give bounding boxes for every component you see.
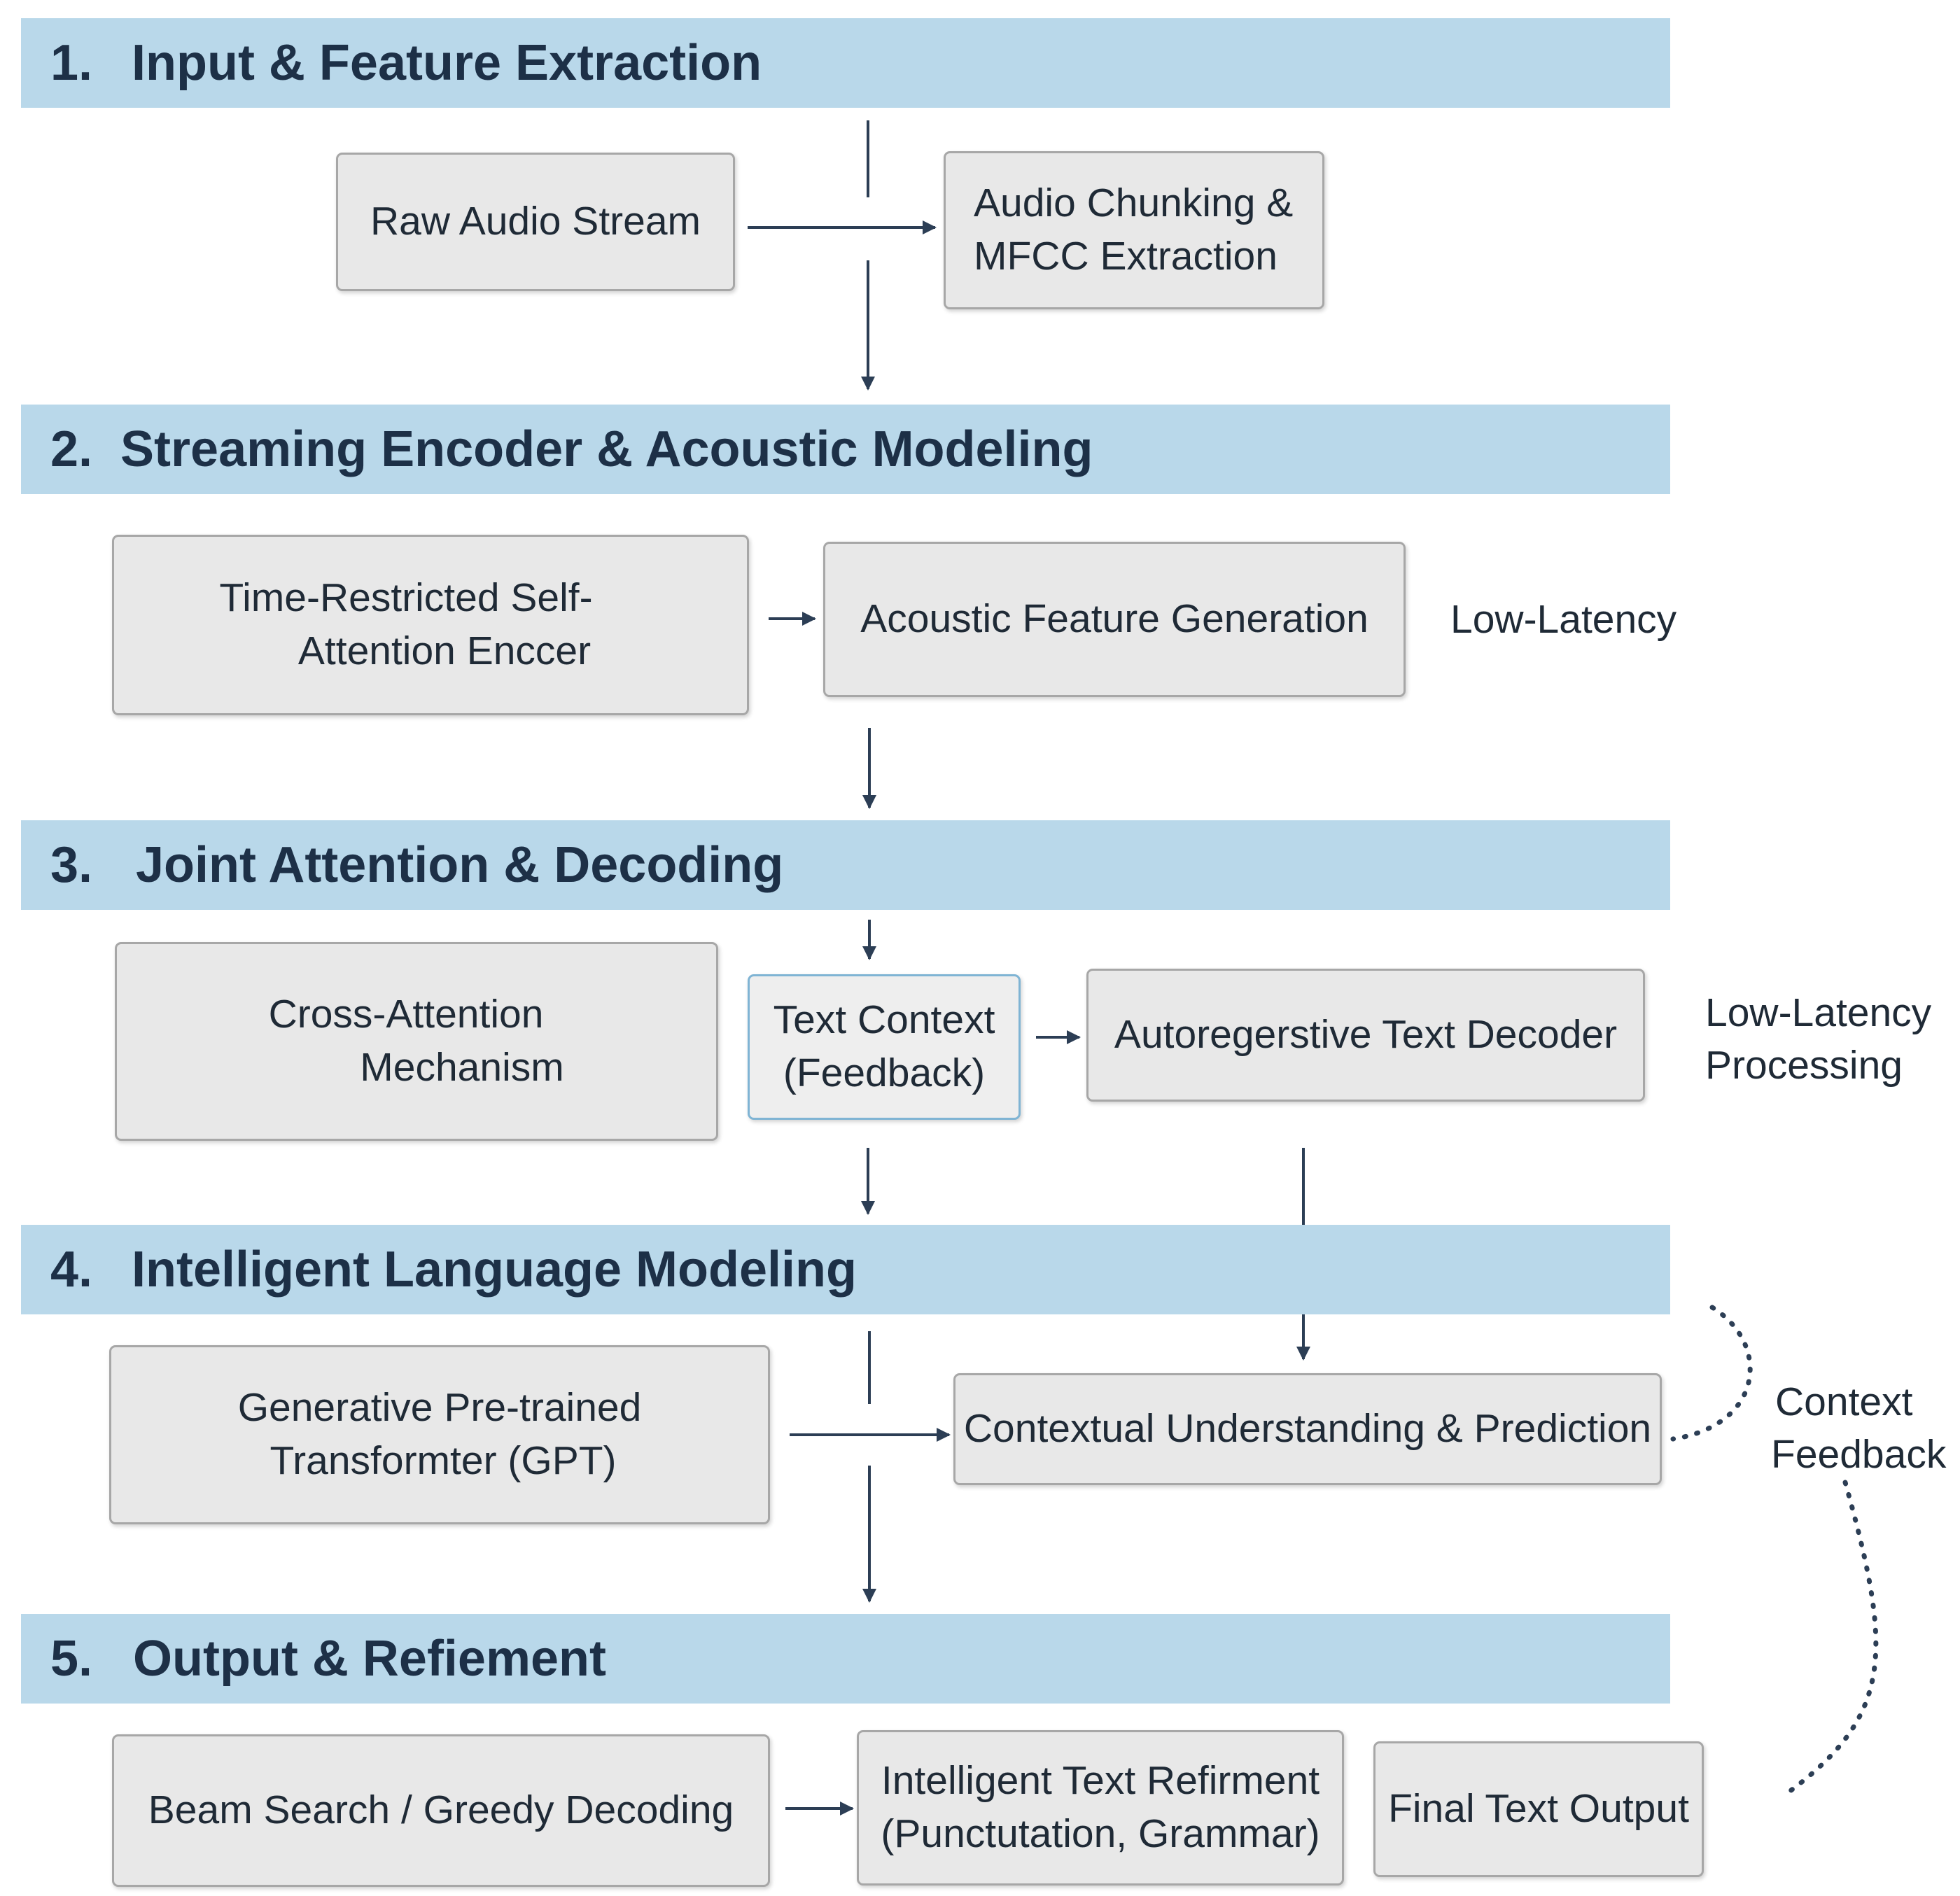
stage-4-number: 4. bbox=[50, 1242, 93, 1298]
stage-4-title: Intelligent Language Modeling bbox=[132, 1242, 857, 1298]
annotation-low-latency-processing-line-2: Processing bbox=[1705, 1043, 1903, 1088]
stage-4-header: 4. Intelligent Language Modeling bbox=[21, 1225, 1670, 1314]
node-text-context-line-1: Text Context bbox=[773, 997, 995, 1043]
stage-1-title: Input & Feature Extraction bbox=[132, 35, 762, 91]
node-text-context-feedback: Text Context (Feedback) bbox=[748, 974, 1021, 1120]
stage-5-title: Output & Refiement bbox=[133, 1631, 606, 1687]
stage-3-title: Joint Attention & Decoding bbox=[136, 837, 784, 893]
node-final-text-output: Final Text Output bbox=[1373, 1741, 1704, 1877]
annotation-low-latency-processing-line-1: Low-Latency bbox=[1705, 990, 1932, 1035]
stage-2-header: 2. Streaming Encoder & Acoustic Modeling bbox=[21, 405, 1670, 494]
node-audio-chunking: Audio Chunking & MFCC Extraction bbox=[944, 151, 1324, 309]
node-final-output-label: Final Text Output bbox=[1388, 1786, 1689, 1832]
node-audio-chunking-line-2: MFCC Extraction bbox=[974, 234, 1278, 279]
node-autoregressive-decoder: Autoregerstive Text Decoder bbox=[1086, 969, 1645, 1102]
node-contextual-label: Contextual Understanding & Prediction bbox=[963, 1406, 1652, 1452]
stage-5-header: 5. Output & Refiement bbox=[21, 1614, 1670, 1704]
node-decoder-label: Autoregerstive Text Decoder bbox=[1114, 1012, 1618, 1058]
node-raw-audio-stream-label: Raw Audio Stream bbox=[370, 199, 701, 244]
annotation-low-latency: Low-Latency bbox=[1450, 597, 1677, 642]
node-beam-search-label: Beam Search / Greedy Decoding bbox=[148, 1788, 734, 1833]
annotation-context-feedback-line-1: Context bbox=[1775, 1379, 1913, 1424]
node-refinement-line-2: (Punctutation, Grammar) bbox=[881, 1811, 1320, 1856]
stage-1-header: 1. Input & Feature Extraction bbox=[21, 18, 1670, 108]
node-beam-search: Beam Search / Greedy Decoding bbox=[112, 1734, 770, 1887]
stage-5-number: 5. bbox=[50, 1631, 93, 1687]
stage-3-header: 3. Joint Attention & Decoding bbox=[21, 820, 1670, 910]
node-acoustic-feature-label: Acoustic Feature Generation bbox=[860, 596, 1368, 642]
node-cross-attention: Cross-Attention Mechanism bbox=[115, 942, 718, 1141]
node-gpt-line-1: Generative Pre-trained bbox=[237, 1385, 642, 1431]
node-acoustic-feature-generation: Acoustic Feature Generation bbox=[823, 542, 1406, 697]
context-feedback-loop-upper bbox=[1670, 1305, 1753, 1442]
node-gpt-line-2: Transformter (GPT) bbox=[270, 1438, 617, 1483]
node-cross-attention-line-2: Mechanism bbox=[360, 1045, 564, 1090]
node-audio-chunking-line-1: Audio Chunking & bbox=[974, 181, 1294, 226]
node-text-refinement: Intelligent Text Refirment (Punctutation… bbox=[857, 1730, 1344, 1886]
node-refinement-line-1: Intelligent Text Refirment bbox=[881, 1758, 1320, 1804]
annotation-context-feedback-line-2: Feedback bbox=[1771, 1432, 1947, 1477]
node-self-attention-encoder: Time-Restricted Self- Attention Enccer bbox=[112, 535, 749, 715]
annotation-context-feedback: Context Feedback bbox=[1771, 1376, 1946, 1481]
stage-2-number: 2. bbox=[50, 421, 93, 477]
node-text-context-line-2: (Feedback) bbox=[783, 1051, 986, 1095]
context-feedback-loop-lower bbox=[1786, 1480, 1879, 1795]
node-contextual-understanding: Contextual Understanding & Prediction bbox=[953, 1373, 1662, 1485]
stage-1-number: 1. bbox=[50, 35, 93, 91]
node-encoder-line-1: Time-Restricted Self- bbox=[219, 575, 593, 621]
node-cross-attention-line-1: Cross-Attention bbox=[268, 992, 544, 1037]
node-raw-audio-stream: Raw Audio Stream bbox=[336, 153, 735, 291]
annotation-low-latency-processing: Low-Latency Processing bbox=[1705, 987, 1931, 1092]
stage-3-number: 3. bbox=[50, 837, 93, 893]
node-gpt: Generative Pre-trained Transformter (GPT… bbox=[109, 1345, 770, 1524]
stage-2-title: Streaming Encoder & Acoustic Modeling bbox=[120, 421, 1093, 477]
node-encoder-line-2: Attention Enccer bbox=[298, 629, 592, 673]
